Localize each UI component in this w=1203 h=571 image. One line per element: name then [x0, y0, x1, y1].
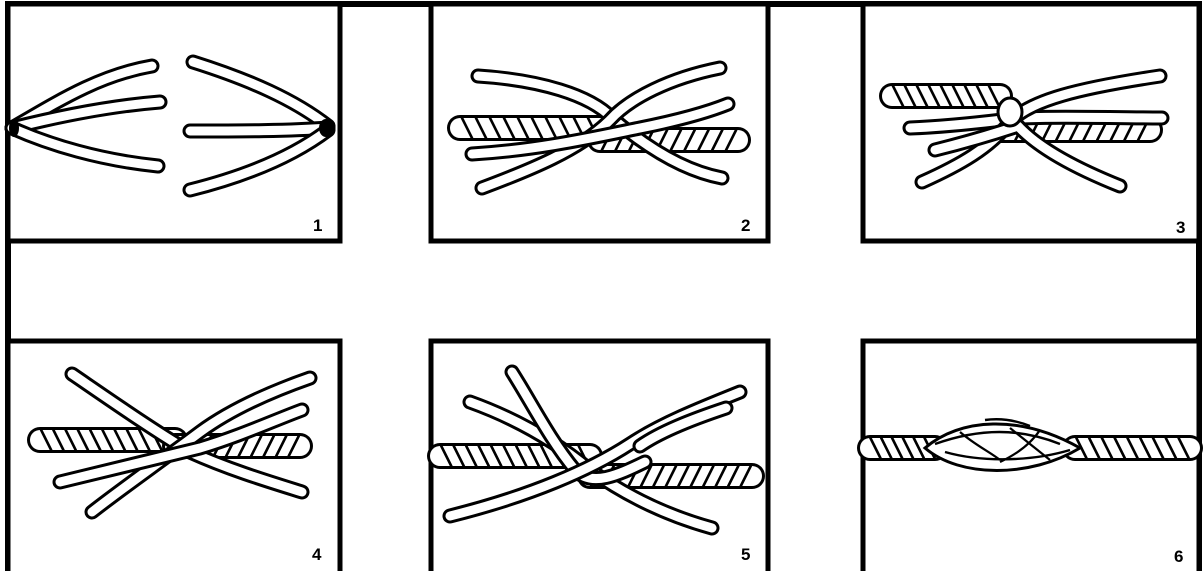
panel-6-label: 6 — [1174, 547, 1183, 566]
laid-rope-segment — [1075, 438, 1190, 458]
rope-whipping — [319, 119, 333, 137]
panel-3-label: 3 — [1176, 218, 1185, 237]
panel-4: 4 — [8, 341, 340, 571]
panel-5: 5 — [431, 341, 768, 571]
panel-1: 1 — [8, 4, 340, 241]
panel-1-label: 1 — [313, 216, 322, 235]
panel-4-label: 4 — [312, 545, 322, 564]
panel-3: 3 — [863, 4, 1199, 241]
laid-rope-segment — [892, 86, 1000, 106]
panel-5-label: 5 — [741, 545, 750, 564]
panel-2-label: 2 — [741, 216, 750, 235]
panel-6: 6 — [863, 341, 1199, 571]
panel-2: 2 — [431, 4, 768, 241]
